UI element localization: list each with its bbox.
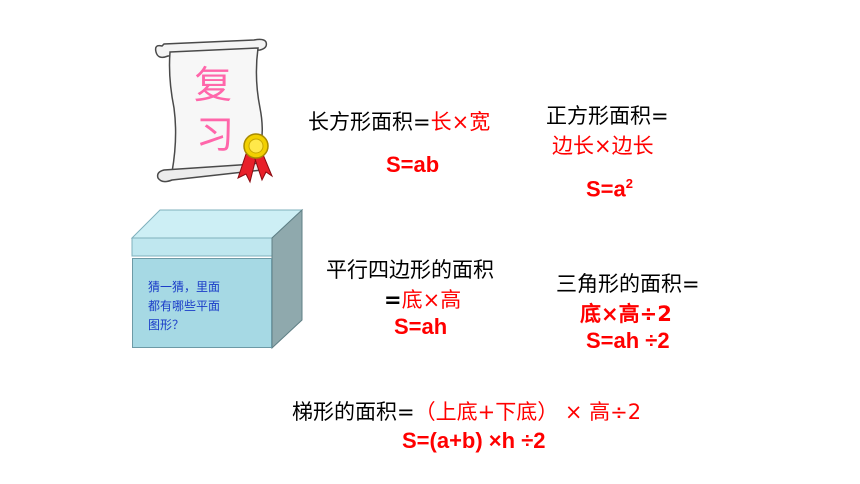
parallelogram-area-expr: 底×高 [401, 288, 462, 312]
box-text-line2: 都有哪些平面 [148, 299, 221, 313]
parallelogram-equals: = [384, 288, 402, 312]
box-text-line1: 猜一猜，里面 [148, 280, 221, 294]
square-formula-base: S=a [586, 176, 626, 202]
box-front-face [132, 258, 272, 348]
box-3d-graphic [130, 208, 304, 350]
square-area-label: 正方形面积= [546, 104, 669, 128]
rectangle-area-text: 长方形面积= [308, 110, 431, 134]
trapezoid-area-label: 梯形的面积=（上底+下底） × 高÷2 [292, 396, 641, 426]
trapezoid-area-expr: （上底+下底） × 高÷2 [414, 400, 642, 424]
trapezoid-formula: S=(a+b) ×h ÷2 [402, 428, 546, 453]
square-area-expr: 边长×边长 [552, 134, 654, 158]
triangle-area-label: 三角形的面积= [556, 272, 700, 296]
triangle-formula: S=ah ÷2 [586, 328, 670, 353]
square-formula-exponent: 2 [625, 176, 633, 191]
rectangle-formula: S=ab [386, 152, 440, 177]
parallelogram-area-line2: =底×高 [384, 284, 461, 314]
box-text-line3: 图形？ [148, 318, 185, 332]
scroll-graphic [154, 38, 274, 184]
parallelogram-area-label: 平行四边形的面积 [326, 258, 494, 282]
review-title-char2: 习 [196, 113, 235, 157]
rectangle-area-expr: 长×宽 [430, 110, 491, 134]
review-title-char1: 复 [194, 63, 233, 107]
box-question-text: 猜一猜，里面 都有哪些平面 图形？ [148, 278, 260, 335]
rectangle-area-label: 长方形面积=长×宽 [308, 106, 490, 136]
trapezoid-area-text: 梯形的面积= [292, 400, 415, 424]
square-formula: S=a2 [586, 176, 633, 202]
triangle-area-expr: 底×高÷2 [580, 302, 672, 326]
parallelogram-formula: S=ah [394, 314, 448, 339]
